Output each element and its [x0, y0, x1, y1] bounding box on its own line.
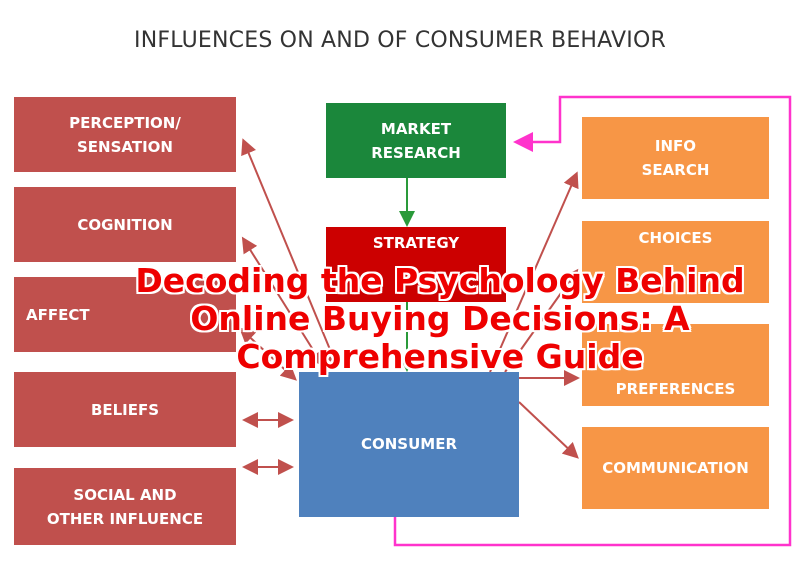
feedback-loop-arrow	[393, 95, 792, 547]
arrow-consumer-choices	[504, 268, 579, 373]
box-preferences: PREFERENCES	[582, 324, 769, 406]
box-beliefs: BELIEFS	[14, 372, 236, 447]
box-communication: COMMUNICATION	[582, 427, 769, 509]
box-affect: AFFECT	[14, 277, 236, 352]
arrow-consumer-info	[489, 171, 579, 373]
arrow-cognition-consumer	[241, 236, 325, 368]
box-choices: CHOICES	[582, 221, 769, 303]
arrow-consumer-communication	[518, 401, 579, 459]
box-consumer: CONSUMER	[299, 372, 519, 517]
box-info-search: INFO SEARCH	[582, 117, 769, 199]
arrow-affect-consumer	[239, 327, 297, 381]
box-cognition: COGNITION	[14, 187, 236, 262]
diagram-title: INFLUENCES ON AND OF CONSUMER BEHAVIOR	[134, 28, 666, 53]
headline-overlay: Decoding the Psychology Behind Online Bu…	[135, 261, 745, 376]
box-strategy: STRATEGY	[326, 227, 506, 302]
box-social: SOCIAL AND OTHER INFLUENCE	[14, 468, 236, 545]
box-perception: PERCEPTION/ SENSATION	[14, 97, 236, 172]
box-market-research: MARKET RESEARCH	[326, 103, 506, 178]
